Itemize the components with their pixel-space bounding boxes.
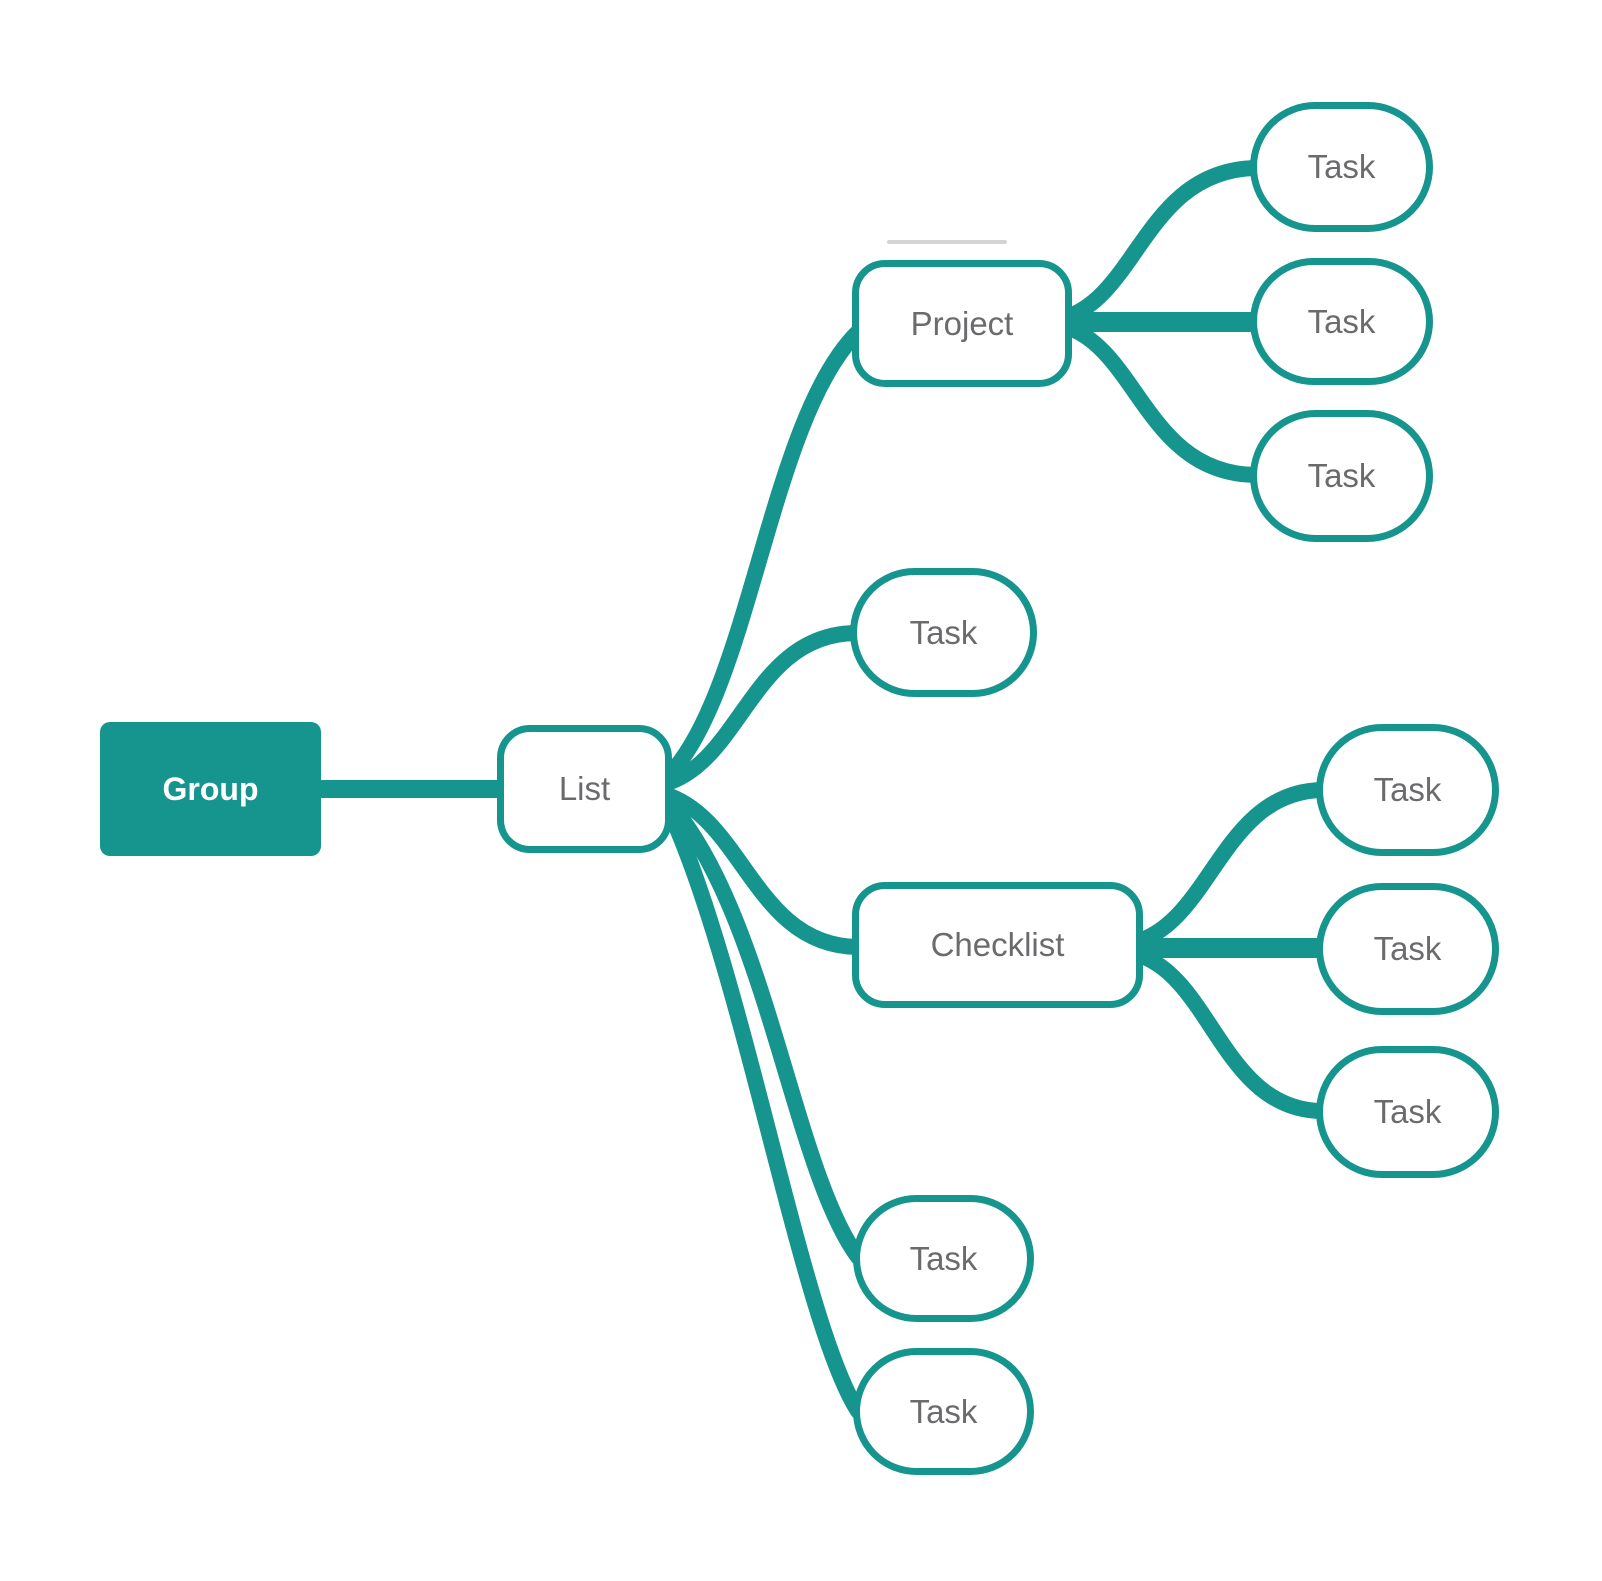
connector-list-task-bottom-2 [656, 792, 866, 1419]
node-list-task-upper[interactable]: Task [850, 568, 1037, 697]
connector-checklist-task-1 [1128, 782, 1330, 950]
node-checklist-task-1[interactable]: Task [1316, 724, 1499, 856]
connector-list-project [656, 324, 866, 788]
node-project[interactable]: Project [852, 260, 1072, 387]
node-task-label: Task [1307, 148, 1376, 185]
node-project-task-3[interactable]: Task [1250, 410, 1433, 542]
connector-list-task-bottom-1 [656, 789, 866, 1265]
node-task-label: Task [1373, 771, 1442, 808]
connector-project-task-1 [1056, 160, 1264, 326]
node-checklist[interactable]: Checklist [852, 882, 1143, 1008]
node-checklist-task-2[interactable]: Task [1316, 883, 1499, 1015]
node-list-task-bottom-1[interactable]: Task [853, 1195, 1034, 1322]
node-task-label: Task [909, 1239, 978, 1277]
node-checklist-task-3[interactable]: Task [1316, 1046, 1499, 1178]
faint-line-artifact [887, 240, 1007, 244]
node-task-label: Task [909, 613, 978, 651]
connector-project-task-3 [1056, 318, 1264, 483]
node-project-label: Project [910, 304, 1014, 342]
node-task-label: Task [1373, 930, 1442, 967]
node-group[interactable]: Group [100, 722, 321, 856]
node-list-label: List [558, 770, 611, 807]
node-project-task-1[interactable]: Task [1250, 102, 1433, 232]
connector-checklist-task-3 [1128, 946, 1330, 1119]
node-group-label: Group [162, 770, 259, 807]
node-checklist-label: Checklist [930, 926, 1065, 963]
node-task-label: Task [1307, 457, 1376, 494]
node-task-label: Task [1307, 302, 1376, 340]
node-project-task-2[interactable]: Task [1250, 258, 1433, 385]
node-task-label: Task [1373, 1093, 1442, 1130]
connector-list-checklist [656, 786, 866, 955]
node-list-task-bottom-2[interactable]: Task [853, 1348, 1034, 1475]
node-list[interactable]: List [497, 725, 672, 853]
node-task-label: Task [909, 1392, 978, 1430]
connector-list-task [656, 625, 864, 792]
